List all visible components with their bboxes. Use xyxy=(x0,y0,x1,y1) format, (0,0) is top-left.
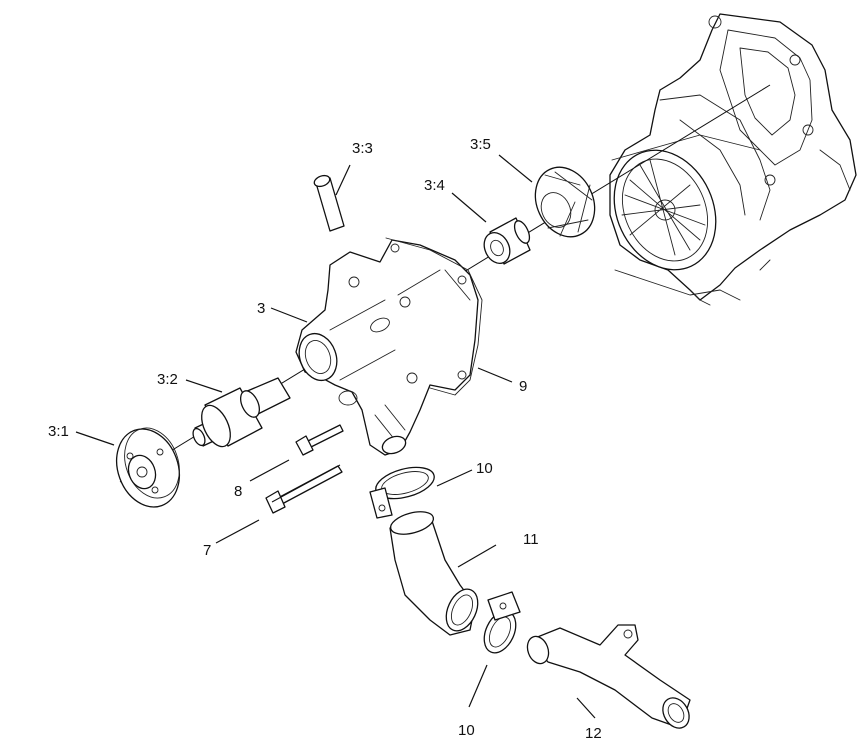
elbow-hose xyxy=(389,511,479,636)
label-7: 7 xyxy=(203,542,211,559)
pump-pin xyxy=(313,174,345,232)
label-3-1: 3:1 xyxy=(48,423,69,440)
outlet-pipe xyxy=(526,624,691,729)
upper-hose-clamp xyxy=(369,466,435,519)
engine-block xyxy=(609,13,857,306)
label-3-5: 3:5 xyxy=(470,136,491,153)
lower-hose-clamp xyxy=(483,591,521,654)
label-12: 12 xyxy=(585,725,602,742)
pump-seal xyxy=(483,217,531,265)
label-10-upper: 10 xyxy=(476,460,493,477)
long-bolt xyxy=(265,464,343,514)
label-9: 9 xyxy=(519,378,527,395)
pump-impeller xyxy=(534,166,596,238)
pump-shaft-bearing xyxy=(192,377,291,448)
label-3-2: 3:2 xyxy=(157,371,178,388)
callout-labels: 3:1 3:2 3:3 3:4 3:5 3 7 8 9 10 10 11 12 xyxy=(48,136,602,742)
label-11: 11 xyxy=(523,531,539,548)
leader-lines xyxy=(75,154,596,719)
pump-gasket xyxy=(385,237,483,396)
label-8: 8 xyxy=(234,483,242,500)
label-10-lower: 10 xyxy=(458,722,475,739)
label-3-4: 3:4 xyxy=(424,177,445,194)
short-bolt xyxy=(295,424,344,456)
pump-flange xyxy=(116,427,180,508)
label-3: 3 xyxy=(257,300,265,317)
pump-housing xyxy=(295,239,479,456)
label-3-3: 3:3 xyxy=(352,140,373,157)
